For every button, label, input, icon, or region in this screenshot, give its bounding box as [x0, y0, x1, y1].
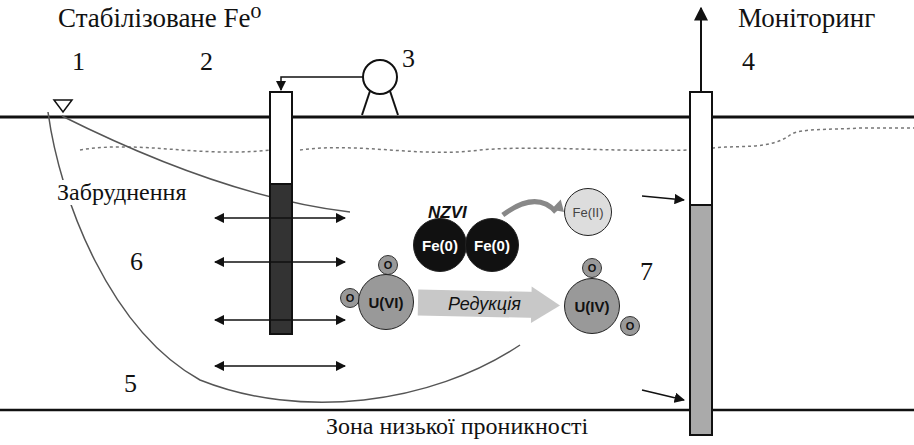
- title-text: Стабілізоване Fe⁰: [58, 4, 261, 32]
- oxidation-arrow-head: [551, 199, 564, 212]
- flow-arrow: [642, 390, 684, 400]
- low-permeability-boundary: [0, 409, 914, 412]
- injection-arrow: [215, 217, 345, 219]
- water-table-symbol: [54, 100, 72, 112]
- iron-particle: Fe(0): [413, 218, 467, 272]
- zone-label: Забруднення: [55, 180, 189, 205]
- callout-number: 3: [402, 45, 415, 72]
- node-text: U(VI): [369, 295, 404, 310]
- callout-number: 2: [200, 48, 213, 75]
- flow-arrow: [642, 196, 684, 200]
- oxygen-atom: O: [340, 288, 360, 308]
- callout-number: 7: [640, 258, 653, 285]
- monitoring-well-screen: [690, 205, 712, 435]
- oxygen-atom: O: [582, 258, 602, 278]
- ferrous-ion: Fe(II): [564, 188, 612, 236]
- feed-pipe: [281, 77, 363, 90]
- node-text: O: [626, 321, 635, 332]
- edge-label: Редукція: [446, 294, 523, 314]
- pump-symbol: [363, 60, 397, 94]
- uranium-ion: U(IV): [564, 278, 620, 334]
- node-text: O: [588, 263, 597, 274]
- injection-arrow: [215, 319, 345, 321]
- oxygen-atom: O: [620, 316, 640, 336]
- injection-arrow: [215, 261, 345, 263]
- ground-surface: [0, 116, 914, 119]
- injection-arrow: [215, 365, 345, 367]
- reduction-arrow-head: [531, 287, 560, 323]
- node-text: U(IV): [575, 299, 610, 314]
- oxygen-atom: O: [378, 255, 398, 275]
- sampling-arrow: [700, 8, 702, 92]
- pump-leg: [362, 91, 370, 115]
- callout-number: 4: [742, 48, 755, 75]
- node-text: O: [384, 260, 393, 271]
- water-table-line: [80, 128, 914, 152]
- zone-label: Зона низької проникності: [326, 414, 588, 439]
- callout-number: 1: [72, 48, 85, 75]
- callout-number: 5: [124, 370, 137, 397]
- node-text: Fe(0): [474, 238, 510, 253]
- pump-leg: [390, 91, 398, 115]
- uranium-ion: U(VI): [358, 274, 414, 330]
- injection-well-screen: [270, 184, 292, 334]
- monitoring-text: Моніторинг: [738, 4, 875, 32]
- node-text: O: [346, 293, 355, 304]
- node-text: Fe(II): [572, 206, 603, 219]
- oxidation-arrow: [503, 202, 556, 215]
- iron-particle: Fe(0): [465, 218, 519, 272]
- node-text: Fe(0): [422, 238, 458, 253]
- callout-number: 6: [130, 248, 143, 275]
- monitoring-well-casing: [690, 92, 712, 205]
- injection-well-casing: [270, 92, 292, 184]
